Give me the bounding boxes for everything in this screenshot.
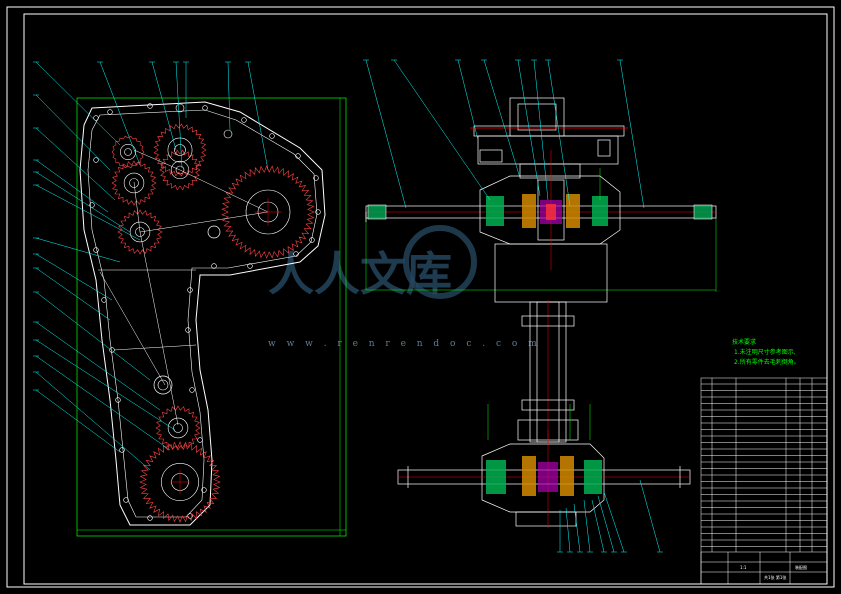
- technical-notes: 技术要求 1.未注明尺寸参考图示, 2.所有零件去毛刺倒角。: [732, 338, 800, 366]
- watermark: 人人文库 w w w . r e n r e n d o c . c o m: [268, 225, 541, 349]
- gear: [153, 123, 207, 177]
- housing-outline: [79, 101, 326, 526]
- watermark-url: w w w . r e n r e n d o c . c o m: [268, 339, 541, 349]
- left-view-gearbox: [76, 97, 347, 537]
- outer-frame: [6, 6, 835, 588]
- tech-notes-heading: 技术要求: [732, 338, 756, 346]
- gear: [111, 160, 157, 206]
- title-block-name: 装配图: [795, 564, 807, 570]
- gear: [117, 209, 163, 255]
- gear: [111, 135, 145, 169]
- watermark-logo-text: 人人文库: [268, 247, 452, 301]
- tech-note-2: 2.所有零件去毛刺倒角。: [734, 358, 800, 366]
- tech-note-1: 1.未注明尺寸参考图示,: [734, 348, 796, 356]
- title-block-scale: 1:1: [740, 565, 747, 570]
- title-block-sheet: 共1张 第1张: [764, 574, 786, 580]
- gear: [155, 405, 201, 451]
- parts-list-table: [700, 377, 828, 585]
- inner-frame: [23, 13, 828, 585]
- left-dimension-frame: [76, 97, 347, 537]
- right-view-section: [365, 97, 717, 528]
